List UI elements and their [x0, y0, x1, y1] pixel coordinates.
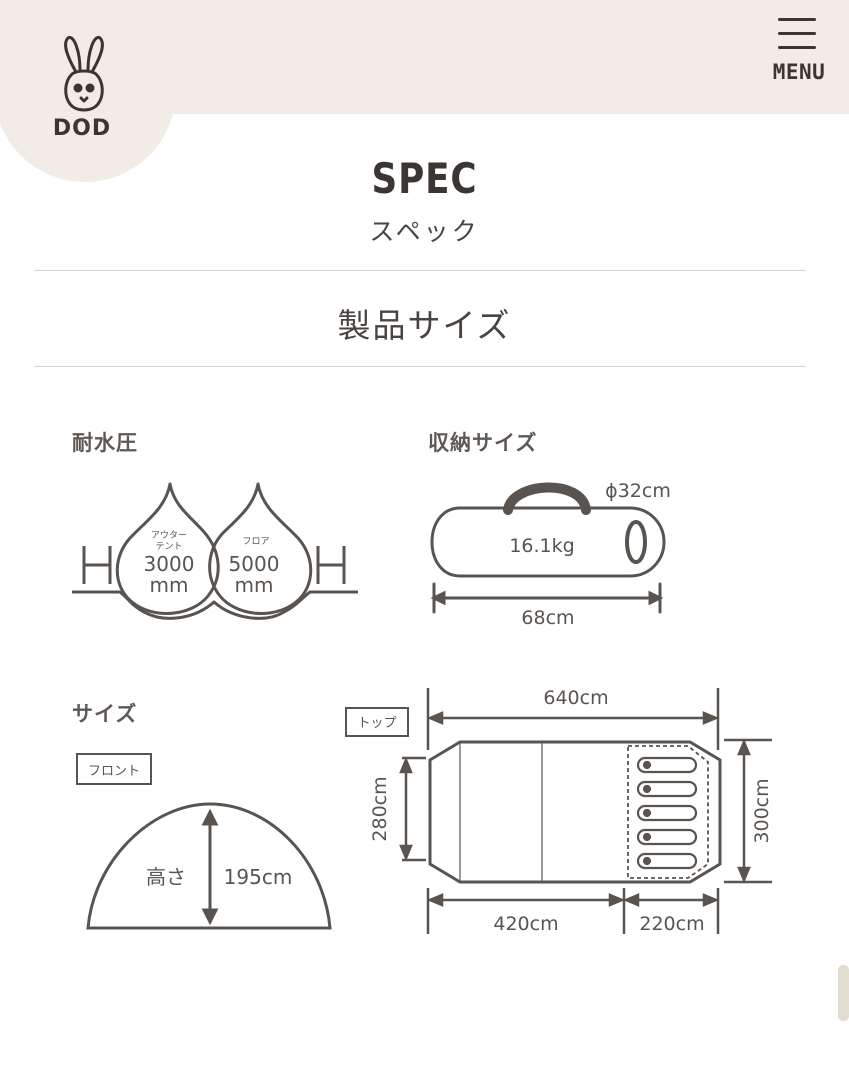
divider-top — [34, 270, 806, 271]
page-subtitle: スペック — [369, 217, 480, 246]
living-length: 420cm — [493, 913, 558, 935]
floor-unit: mm — [235, 573, 274, 597]
bedroom-length: 220cm — [639, 913, 704, 935]
outer-tent-name-line2: テント — [155, 541, 182, 552]
scrollbar-thumb[interactable] — [838, 965, 849, 1021]
storage-weight: 16.1kg — [509, 535, 574, 557]
hamburger-icon-line-3 — [778, 46, 816, 49]
storage-length: 68cm — [521, 607, 574, 629]
storage-diameter: ϕ32cm — [605, 480, 671, 502]
page-title: SPEC — [371, 154, 478, 203]
outer-tent-unit: mm — [150, 573, 189, 597]
height-value: 195cm — [224, 865, 293, 889]
hamburger-icon — [778, 18, 816, 21]
front-view-diagram: フロント 高さ 195cm — [76, 753, 332, 930]
top-tag-box — [345, 707, 409, 737]
front-tag: フロント — [88, 764, 140, 779]
water-pressure-label: 耐水圧 — [72, 431, 138, 455]
divider-bottom — [34, 366, 806, 367]
inner-width: 280cm — [369, 776, 391, 841]
outer-width: 300cm — [751, 778, 773, 843]
logo-text: DOD — [52, 116, 112, 141]
hamburger-icon-line-2 — [778, 32, 816, 35]
rabbit-logo-icon — [64, 35, 104, 112]
section-heading: 製品サイズ — [337, 306, 512, 345]
top-tag: トップ — [357, 716, 396, 731]
size-label: サイズ — [72, 702, 138, 726]
menu-label: MENU — [772, 60, 826, 84]
logo[interactable]: DOD — [0, 0, 176, 182]
water-pressure-diagram: アウター テント 3000 mm フロア 5000 mm — [72, 482, 358, 620]
floor-name: フロア — [242, 537, 269, 547]
storage-bag-diagram: ϕ32cm 16.1kg 68cm — [430, 480, 671, 629]
floor-value: 5000 — [229, 552, 280, 576]
front-tag-box — [76, 753, 152, 785]
storage-size-label: 収納サイズ — [428, 431, 538, 455]
top-view-diagram: トップ 640 — [345, 687, 773, 935]
height-label: 高さ — [146, 865, 186, 889]
menu-button[interactable]: MENU — [766, 16, 832, 90]
total-length: 640cm — [543, 687, 608, 709]
outer-tent-name-line1: アウター — [151, 530, 187, 541]
outer-tent-value: 3000 — [144, 552, 195, 576]
